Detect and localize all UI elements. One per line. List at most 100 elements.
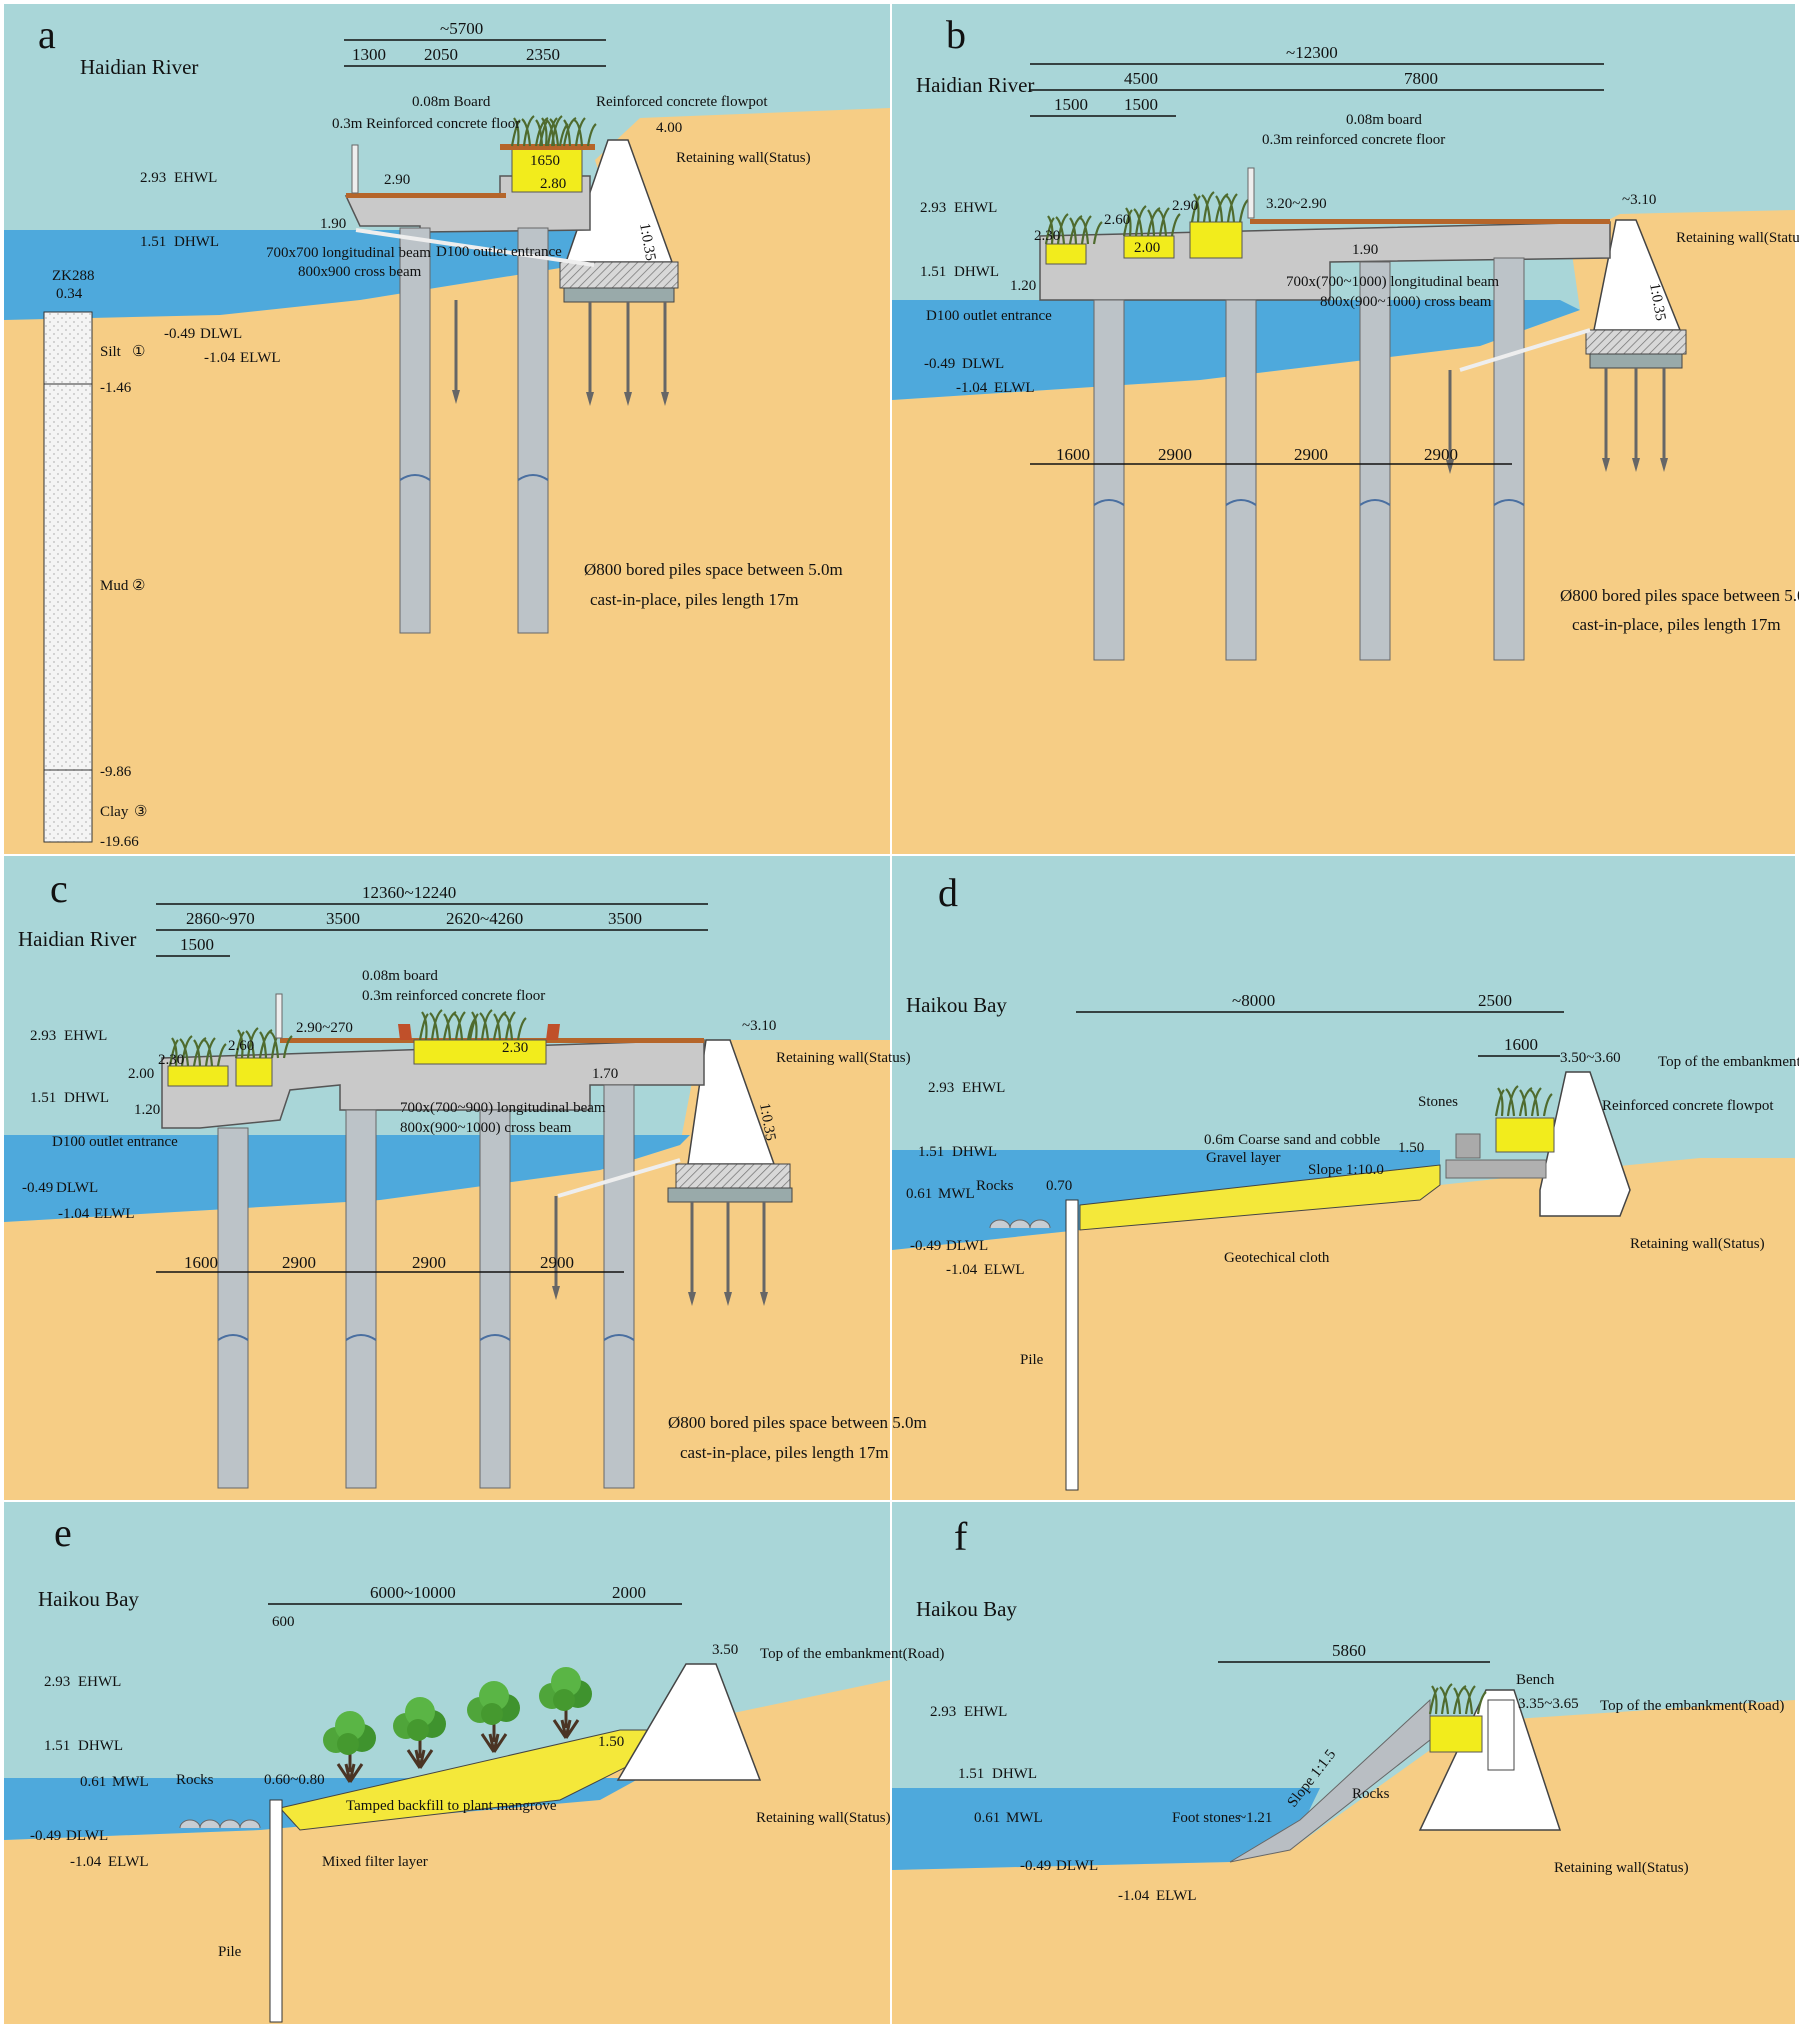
elev-f-elwl: -1.04: [1118, 1888, 1150, 1904]
label-d-gravel: Gravel layer: [1206, 1150, 1281, 1166]
dim-d-2: 2500: [1478, 991, 1512, 1010]
slope-b: 1:0.35: [1646, 282, 1668, 322]
panel-b: [892, 4, 1795, 854]
elev-b-6: ~3.10: [1622, 192, 1656, 208]
elev-a-top: 4.00: [656, 120, 682, 136]
pile-c-1: [217, 1127, 249, 1489]
elev-c-4: 2.00: [128, 1066, 154, 1082]
water-a: [4, 230, 600, 320]
layer-3-name: Clay: [100, 804, 129, 820]
label-c-crossbeam: 800x(900~1000) cross beam: [400, 1120, 572, 1136]
label-f-wall: Retaining wall(Status): [1554, 1860, 1689, 1876]
elev-e-dhwl-name: DHWL: [78, 1738, 123, 1754]
elev-d-elwl-name: ELWL: [984, 1262, 1025, 1278]
elev-e-dhwl: 1.51: [44, 1738, 70, 1754]
label-b-outlet: D100 outlet entrance: [926, 308, 1052, 324]
elev-d-dlwl-name: DLWL: [946, 1238, 988, 1254]
label-f-rocks: Rocks: [1352, 1786, 1390, 1802]
label-a-wall: Retaining wall(Status): [676, 150, 811, 166]
elev-e-mwl-name: MWL: [112, 1774, 149, 1790]
panel-c-text: 12360~12240 2860~970 3500 2620~4260 3500…: [22, 883, 927, 1462]
elev-a-beam: 1.90: [320, 216, 346, 232]
elev-c-elwl: -1.04: [58, 1206, 90, 1222]
elev-c-dhwl: 1.51: [30, 1090, 56, 1106]
dim-d-3: 1600: [1504, 1035, 1538, 1054]
planter-b-1: [1045, 243, 1087, 265]
elev-c-dlwl: -0.49: [22, 1180, 53, 1196]
pile-b-4: [1493, 257, 1525, 661]
elev-f-ehwl: 2.93: [930, 1704, 956, 1720]
elev-a-dlwl-name: DLWL: [200, 326, 242, 342]
elev-c-1: 2.30: [158, 1052, 184, 1068]
elev-f-mwl-name: MWL: [1006, 1810, 1043, 1826]
layer-1-no: ①: [132, 344, 145, 360]
slope-a: 1:0.35: [636, 222, 658, 262]
dim-f-1: 5860: [1332, 1641, 1366, 1660]
label-e-mangrove: Tamped backfill to plant mangrove: [346, 1798, 557, 1814]
panel-c: [4, 856, 890, 1500]
label-d-cloth: Geotechical cloth: [1224, 1250, 1330, 1266]
dim-d-1: ~8000: [1232, 991, 1275, 1010]
elev-f-foot: ~1.21: [1238, 1810, 1272, 1826]
label-a-piles-1: Ø800 bored piles space between 5.0m: [584, 560, 843, 579]
elev-f-dhwl: 1.51: [958, 1766, 984, 1782]
elev-e-elwl-name: ELWL: [108, 1854, 149, 1870]
dim-a-3: 2350: [526, 45, 560, 64]
elev-b-7: 1.90: [1352, 242, 1378, 258]
elev-b-2: 2.60: [1104, 212, 1130, 228]
label-c-longbeam: 700x(700~900) longitudinal beam: [400, 1100, 606, 1116]
elev-c-dhwl-name: DHWL: [64, 1090, 109, 1106]
pile-c-2: [345, 1109, 377, 1489]
dim-c-total: 12360~12240: [362, 883, 456, 902]
elev-c-8: ~3.10: [742, 1018, 776, 1034]
panel-letter-e: e: [54, 1510, 72, 1555]
label-b-crossbeam: 800x(900~1000) cross beam: [1320, 294, 1492, 310]
dim-b-5: 1600: [1056, 445, 1090, 464]
elev-a-elwl-name: ELWL: [240, 350, 281, 366]
elev-f-dhwl-name: DHWL: [992, 1766, 1037, 1782]
label-a-flowpot: Reinforced concrete flowpot: [596, 94, 768, 110]
pile-b-2: [1225, 299, 1257, 661]
elev-b-3: 2.00: [1134, 240, 1160, 256]
label-d-sand: 0.6m Coarse sand and cobble: [1204, 1132, 1381, 1148]
label-e-wall: Retaining wall(Status): [756, 1810, 891, 1826]
pile-a-2: [517, 227, 549, 634]
flowpot-d: [1495, 1117, 1555, 1153]
panel-b-text: ~12300 4500 7800 1500 1500 1600 2900 290…: [920, 43, 1799, 634]
panel-letter-d: d: [938, 870, 958, 915]
elev-d-pile: 0.70: [1046, 1178, 1072, 1194]
elev-d-toe: 1.50: [1398, 1140, 1424, 1156]
elev-c-6: 2.30: [502, 1040, 528, 1056]
label-d-slope: Slope 1:10.0: [1308, 1162, 1384, 1178]
dim-e-1: 6000~10000: [370, 1583, 456, 1602]
planter-c-3: [413, 1039, 547, 1065]
elev-e-dlwl: -0.49: [30, 1828, 61, 1844]
elev-d-dhwl: 1.51: [918, 1144, 944, 1160]
panel-d-text: ~8000 2500 1600 3.50~3.60 Top of the emb…: [906, 991, 1799, 1368]
pile-b-3: [1359, 261, 1391, 661]
location-d: Haikou Bay: [906, 993, 1007, 1017]
elev-b-8: 1.20: [1010, 278, 1036, 294]
pile-c-4: [603, 1084, 635, 1489]
elev-e-ehwl-name: EHWL: [78, 1674, 121, 1690]
panel-letter-b: b: [946, 12, 966, 57]
elev-c-dlwl-name: DLWL: [56, 1180, 98, 1196]
label-a-board: 0.08m Board: [412, 94, 491, 110]
elev-c-ehwl: 2.93: [30, 1028, 56, 1044]
flowpot-a: [511, 147, 583, 193]
elev-b-dhwl-name: DHWL: [954, 264, 999, 280]
planter-f: [1429, 1715, 1483, 1753]
panel-e: [4, 1502, 890, 2024]
label-b-piles-1: Ø800 bored piles space between 5.0m: [1560, 586, 1799, 605]
label-f-road: Top of the embankment(Road): [1600, 1698, 1784, 1714]
dim-a-total: ~5700: [440, 19, 483, 38]
elev-c-7: 1.70: [592, 1066, 618, 1082]
dim-a-4: 1650: [530, 153, 560, 169]
label-c-wall: Retaining wall(Status): [776, 1050, 911, 1066]
label-e-rocks: Rocks: [176, 1772, 214, 1788]
dim-b-total: ~12300: [1286, 43, 1338, 62]
dim-c-3: 2620~4260: [446, 909, 523, 928]
elev-a-pot: 2.80: [540, 176, 566, 192]
slope-c: 1:0.35: [756, 1102, 778, 1142]
label-a-floor: 0.3m Reinforced concrete floor: [332, 116, 520, 132]
